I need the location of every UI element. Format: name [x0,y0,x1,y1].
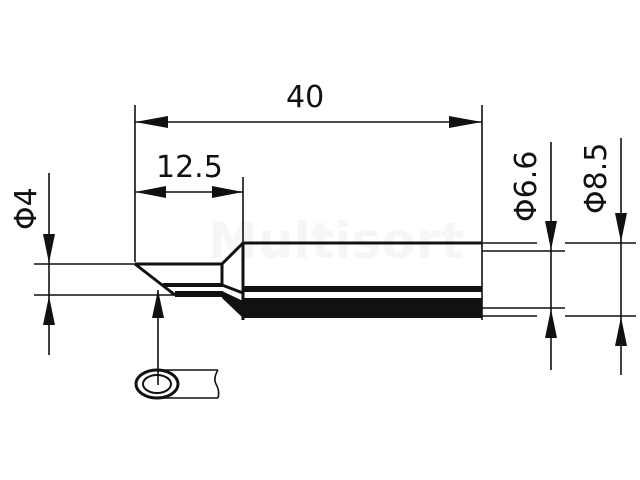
arrow-left-icon [135,186,166,198]
detail-view [134,290,220,400]
dimension-overall-length: 40 [134,80,483,262]
dimension-label-12-5: 12.5 [156,150,223,185]
dimension-tip-diameter: Φ4 [9,173,175,355]
watermark: Multisort [208,212,464,270]
arrow-right-icon [449,116,482,128]
arrow-up-icon [152,290,164,318]
dimension-shank-outer: Φ8.5 [565,138,636,375]
arrow-down-icon [615,213,627,242]
dimension-tip-length: 12.5 [135,150,244,258]
arrow-down-icon [43,234,55,263]
arrow-left-icon [135,116,168,128]
dimension-label-phi-8-5: Φ8.5 [579,143,614,214]
arrow-right-icon [212,186,243,198]
dimension-label-phi-6-6: Φ6.6 [509,151,544,222]
soldering-tip-body [134,241,483,320]
arrow-down-icon [545,221,557,250]
arrow-up-icon [545,309,557,338]
arrow-up-icon [43,296,55,325]
arrow-up-icon [615,317,627,346]
dimension-label-40: 40 [286,80,324,115]
dimension-shank-inner: Φ6.6 [482,142,565,370]
dimension-label-phi-4: Φ4 [9,187,44,230]
